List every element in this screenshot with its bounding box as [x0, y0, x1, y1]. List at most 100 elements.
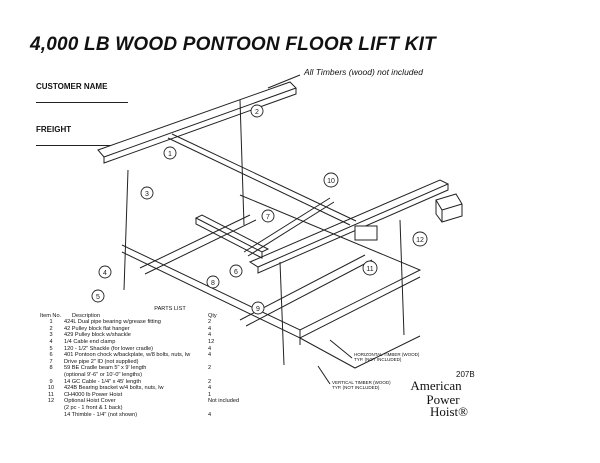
- horizontal-timber-label-line1: HORIZONTAL TIMBER (WOOD): [354, 352, 420, 357]
- svg-text:11: 11: [366, 266, 373, 273]
- timber-upper-right: [248, 179, 450, 268]
- col-qty: Qty: [208, 312, 217, 319]
- freight-line: [36, 145, 128, 146]
- american-power-hoist-logo: 207B American Power Hoist®: [386, 370, 486, 419]
- callout-1: 1: [163, 146, 177, 160]
- vertical-timber-label: VERTICAL TIMBER (WOOD) TYP. (NOT INCLUDE…: [332, 380, 391, 390]
- svg-text:7: 7: [266, 214, 270, 221]
- callout-11: 11: [362, 260, 378, 276]
- drive-pipe-diag: [243, 197, 331, 253]
- callout-4: 4: [98, 265, 112, 279]
- parts-cell-item: 4: [49, 338, 53, 345]
- parts-cell-qty: 4: [208, 352, 212, 359]
- svg-text:5: 5: [96, 294, 100, 301]
- parts-cell-item: 8: [49, 365, 53, 372]
- svg-text:9: 9: [256, 306, 260, 313]
- timber-upper-left-face: [103, 88, 297, 164]
- table-row: 8 59 BE Cradle beam 5" x 9' length 2: [40, 365, 270, 372]
- customer-name-line: [36, 102, 128, 103]
- parts-cell-desc: Drive pipe 2" ID (not supplied): [64, 358, 139, 365]
- callout-10: 10: [323, 172, 339, 188]
- page-title: 4,000 LB WOOD PONTOON FLOOR LIFT KIT: [30, 34, 436, 55]
- timber-middle-face: [195, 218, 263, 259]
- parts-cell-desc: 120 - 1/2" Shackle (for lower cradle): [64, 345, 154, 352]
- vertical-timber-label-line1: VERTICAL TIMBER (WOOD): [332, 380, 391, 385]
- svg-text:1: 1: [168, 151, 172, 158]
- svg-text:12: 12: [416, 237, 424, 244]
- vertical-timber-label-line2: TYP. (NOT INCLUDED): [332, 385, 380, 390]
- callout-12: 12: [412, 231, 428, 247]
- callout-3: 3: [140, 186, 154, 200]
- parts-cell-qty: 2: [208, 319, 212, 326]
- parts-cell-qty: 2: [208, 365, 212, 372]
- horizontal-timber-label: HORIZONTAL TIMBER (WOOD) TYP. (NOT INCLU…: [354, 352, 419, 362]
- timber-middle: [194, 214, 270, 253]
- cradle-beam-left: [139, 214, 251, 269]
- timber-upper-right-face: [257, 184, 449, 274]
- parts-cell-desc: 59 BE Cradle beam 5" x 9' length: [64, 365, 147, 372]
- svg-text:8: 8: [211, 280, 215, 287]
- svg-text:4: 4: [103, 270, 107, 277]
- callout-9: 9: [251, 301, 265, 315]
- horizontal-timber-leader: [329, 339, 353, 359]
- cradle-beam-right-b: [245, 259, 373, 327]
- cradle-front-rail: [299, 335, 421, 369]
- parts-cell-qty: 12: [208, 338, 215, 345]
- parts-cell-item: 2: [49, 325, 53, 332]
- parts-cell-desc: 1/4 Cable end clamp: [64, 338, 116, 345]
- parts-cell-item: 7: [49, 358, 53, 365]
- customer-name-field: CUSTOMER NAME: [36, 82, 128, 103]
- customer-name-label: CUSTOMER NAME: [36, 82, 108, 91]
- timbers-note-leader: [267, 74, 301, 89]
- parts-cell-qty: 1: [208, 391, 212, 398]
- vertical-timber-leader: [317, 365, 331, 385]
- table-row: 14 Thimble - 1/4" (not shown) 4: [40, 412, 270, 419]
- cable-back-left: [239, 99, 245, 226]
- parts-cell-qty: 4: [208, 411, 212, 418]
- parts-cell-qty: 4: [208, 385, 212, 392]
- logo-line-1: American: [410, 378, 462, 393]
- drive-pipe-diag-b: [247, 201, 335, 257]
- col-item: Item No.: [40, 312, 62, 319]
- freight-label: FREIGHT: [36, 125, 72, 134]
- logo-line-3: Hoist®: [429, 404, 469, 419]
- parts-cell-qty: Not included: [208, 398, 240, 405]
- table-row: 2 42 Pulley block flat hanger 4: [40, 326, 270, 333]
- parts-cell-desc: 424B Bearing bracket w/4 bolts, nuts, lw: [64, 385, 164, 392]
- cable-front-left: [123, 169, 129, 291]
- parts-cell-desc: 42 Pulley block flat hanger: [64, 325, 130, 332]
- parts-cell-desc: 14 GC Cable - 1/4" x 45' length: [64, 378, 142, 385]
- parts-cell-desc: (optional 9'-6" or 10'-0" lengths): [64, 371, 142, 378]
- table-row: (optional 9'-6" or 10'-0" lengths): [40, 372, 270, 379]
- callout-5: 5: [91, 289, 105, 303]
- parts-cell-desc: 401 Pontoon chock w/backplate, w/8 bolts…: [64, 352, 191, 359]
- parts-cell-qty: 4: [208, 345, 212, 352]
- parts-cell-item: 1: [49, 319, 53, 326]
- parts-cell-qty: 4: [208, 332, 212, 339]
- parts-cell-desc: Optional Hoist Cover: [64, 398, 116, 405]
- logo-line-2: Power: [426, 392, 460, 407]
- parts-cell-desc: 14 Thimble - 1/4" (not shown): [64, 411, 138, 418]
- parts-cell-item: 9: [49, 378, 53, 385]
- parts-cell-qty: 4: [208, 325, 212, 332]
- callout-8: 8: [206, 275, 220, 289]
- table-row: (2 pc - 1 front & 1 back): [40, 405, 270, 412]
- parts-cell-desc: (2 pc - 1 front & 1 back): [64, 404, 123, 411]
- svg-text:3: 3: [145, 191, 149, 198]
- parts-list-heading: PARTS LIST: [154, 306, 186, 312]
- parts-cell-desc: 429 Pulley block w/shackle: [64, 332, 131, 339]
- col-description: Description: [72, 312, 100, 319]
- drive-pipe-left: [167, 137, 351, 226]
- timbers-note: All Timbers (wood) not included: [304, 67, 423, 77]
- cable-back-right: [399, 219, 405, 336]
- callout-7: 7: [261, 209, 275, 223]
- parts-cell-item: 11: [48, 391, 54, 398]
